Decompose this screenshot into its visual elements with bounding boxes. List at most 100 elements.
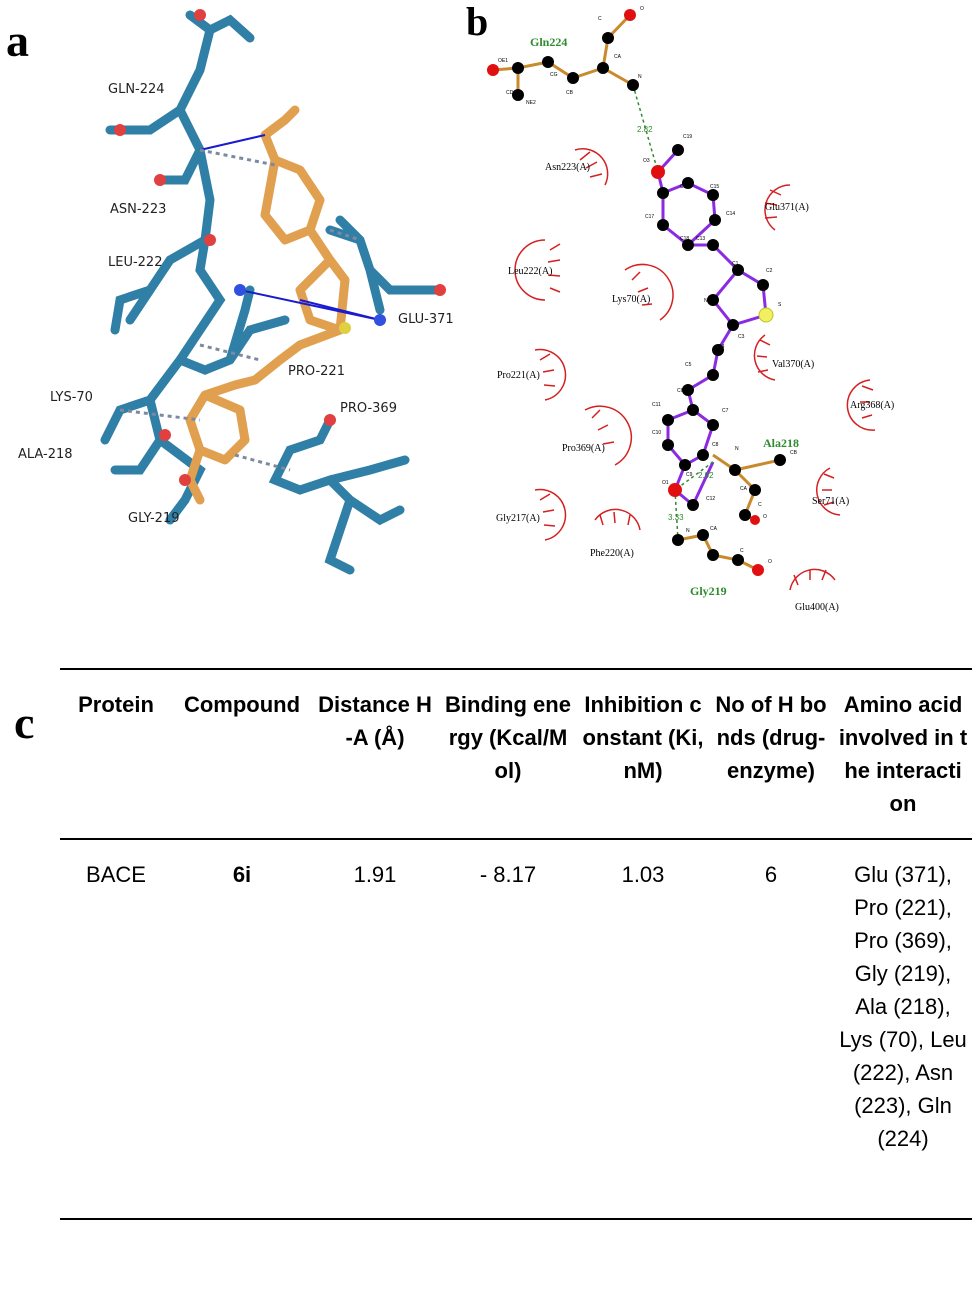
residue-label: GLU-371 bbox=[398, 312, 454, 327]
atom-label: C15 bbox=[710, 184, 719, 190]
atom-label: C18 bbox=[680, 236, 689, 242]
residue-label: Gln224 bbox=[530, 35, 567, 49]
cell-distance: 1.91 bbox=[353, 862, 397, 887]
atom-label: C1 bbox=[732, 261, 739, 267]
atom-label: C16 bbox=[680, 184, 689, 190]
cell-compound: 6i bbox=[232, 862, 252, 887]
residue-label: Gly219 bbox=[690, 584, 727, 598]
panel-letter-c: c bbox=[14, 697, 35, 748]
cell-protein: BACE bbox=[86, 862, 146, 887]
column-header: Distance H-A (Å) bbox=[318, 692, 432, 750]
atom-tips bbox=[114, 9, 446, 486]
docking-3d-structure: GLN-224 ASN-223 LEU-222 GLU-371 PRO-221 … bbox=[18, 9, 454, 575]
docking-results-table: Protein Compound Distance H-A (Å) Bindin… bbox=[60, 668, 972, 1220]
residue-label: ALA-218 bbox=[18, 447, 73, 462]
protein-sticks bbox=[100, 10, 445, 575]
atom-label: C bbox=[598, 16, 602, 22]
residue-gln224 bbox=[492, 13, 634, 95]
hbond-residue-labels: Gln224 Ala218 Gly219 bbox=[530, 35, 799, 598]
atom-label: C bbox=[758, 502, 762, 508]
atom-label: C9 bbox=[686, 472, 693, 478]
atom-labels: C O OE1 CD NE2 CG CB CA N C19 O3 C16 C15… bbox=[498, 6, 798, 565]
table-row: BACE 6i 1.91 - 8.17 1.03 6 Glu (371), Pr… bbox=[60, 839, 972, 1219]
atom-label: C11 bbox=[652, 402, 661, 408]
residue-label: Leu222(A) bbox=[508, 266, 552, 277]
atom-label: S bbox=[778, 302, 782, 308]
atom-label: N bbox=[638, 74, 642, 80]
residue-label: Glu371(A) bbox=[765, 202, 809, 213]
atom-label: O bbox=[768, 559, 772, 565]
hbond-dashes-b bbox=[632, 84, 714, 541]
atom-label: C17 bbox=[645, 214, 654, 220]
atom-label: C2 bbox=[766, 268, 773, 274]
atom-label: C13 bbox=[696, 236, 705, 242]
atom-label: N bbox=[704, 298, 708, 304]
atom-label: C19 bbox=[683, 134, 692, 140]
ligplot-2d-diagram: 2.82 2.92 3.33 Asn223(A) Glu371(A) Leu bbox=[487, 6, 894, 613]
atom-label: C3 bbox=[738, 334, 745, 340]
atom-label: C12 bbox=[706, 496, 715, 502]
residue-label: Asn223(A) bbox=[545, 162, 590, 173]
residue-label: ASN-223 bbox=[110, 202, 166, 217]
column-header: Amino acid involved in the interaction bbox=[838, 692, 968, 816]
residue-label: LYS-70 bbox=[50, 390, 93, 405]
column-header: Compound bbox=[183, 692, 301, 717]
hydrophobic-dashes bbox=[119, 148, 361, 472]
residue-labels-a: GLN-224 ASN-223 LEU-222 GLU-371 PRO-221 … bbox=[18, 82, 454, 526]
residue-label: Arg368(A) bbox=[850, 400, 894, 411]
hbond-distance: 3.33 bbox=[668, 513, 684, 522]
cell-amino-acids: Glu (371), Pro (221), Pro (369), Gly (21… bbox=[839, 862, 967, 1151]
atom-label: O1 bbox=[662, 480, 669, 486]
hbond-distance: 2.82 bbox=[637, 125, 653, 134]
residue-label: Gly217(A) bbox=[496, 513, 540, 524]
residue-label: LEU-222 bbox=[108, 255, 162, 270]
residue-label: GLN-224 bbox=[108, 82, 165, 97]
atom-label: N bbox=[686, 528, 690, 534]
residue-label: Val370(A) bbox=[772, 359, 814, 370]
atom-label: CB bbox=[566, 90, 574, 96]
residue-label: GLY-219 bbox=[128, 511, 180, 526]
atom-label: C10 bbox=[652, 430, 661, 436]
atom-label: C7 bbox=[722, 408, 729, 414]
hbond-lines bbox=[199, 134, 381, 321]
atom-label: O bbox=[763, 514, 767, 520]
column-header: Protein bbox=[78, 692, 154, 717]
atom-label: CA bbox=[740, 486, 748, 492]
atom-label: C5 bbox=[685, 362, 692, 368]
ligand-6i bbox=[656, 148, 768, 508]
residue-label: Glu400(A) bbox=[795, 602, 839, 613]
atom-label: C8 bbox=[712, 442, 719, 448]
panel-letter-a: a bbox=[6, 15, 29, 66]
atom-label: C14 bbox=[726, 211, 735, 217]
atom-label: C bbox=[740, 548, 744, 554]
atom-label: CB bbox=[790, 450, 798, 456]
residue-label: Phe220(A) bbox=[590, 548, 634, 559]
atom-label: O bbox=[640, 6, 644, 12]
residue-label: Ser71(A) bbox=[812, 496, 849, 507]
atom-label: C6 bbox=[677, 388, 684, 394]
residue-label: Ala218 bbox=[763, 436, 799, 450]
column-header: Inhibition constant (Ki, nM) bbox=[582, 692, 704, 783]
table-header-row: Protein Compound Distance H-A (Å) Bindin… bbox=[60, 669, 972, 839]
residue-label: PRO-221 bbox=[288, 364, 345, 379]
atom-label: O3 bbox=[643, 158, 650, 164]
atom-label: OE1 bbox=[498, 58, 508, 64]
column-header: No of H bonds (drug-enzyme) bbox=[715, 692, 827, 783]
atom-label: N bbox=[735, 446, 739, 452]
atom-label: CG bbox=[550, 72, 558, 78]
residue-label: Pro369(A) bbox=[562, 443, 605, 454]
cell-hbonds: 6 bbox=[764, 862, 778, 887]
atom-label: CD bbox=[506, 90, 514, 96]
hetero-atoms-b bbox=[487, 9, 774, 576]
residue-label: Lys70(A) bbox=[612, 294, 650, 305]
hbond-distance: 2.92 bbox=[698, 471, 714, 480]
cell-binding-energy: - 8.17 bbox=[479, 862, 537, 887]
column-header: Binding energy (Kcal/Mol) bbox=[445, 692, 571, 783]
atom-label: CA bbox=[614, 54, 622, 60]
hydrophobic-arcs bbox=[514, 148, 876, 591]
residue-label: Pro221(A) bbox=[497, 370, 540, 381]
atom-label: NE2 bbox=[526, 100, 536, 106]
hydrophobic-labels: Asn223(A) Glu371(A) Leu222(A) Lys70(A) P… bbox=[496, 162, 894, 613]
atoms-b bbox=[512, 32, 786, 566]
panel-letter-b: b bbox=[466, 0, 489, 44]
